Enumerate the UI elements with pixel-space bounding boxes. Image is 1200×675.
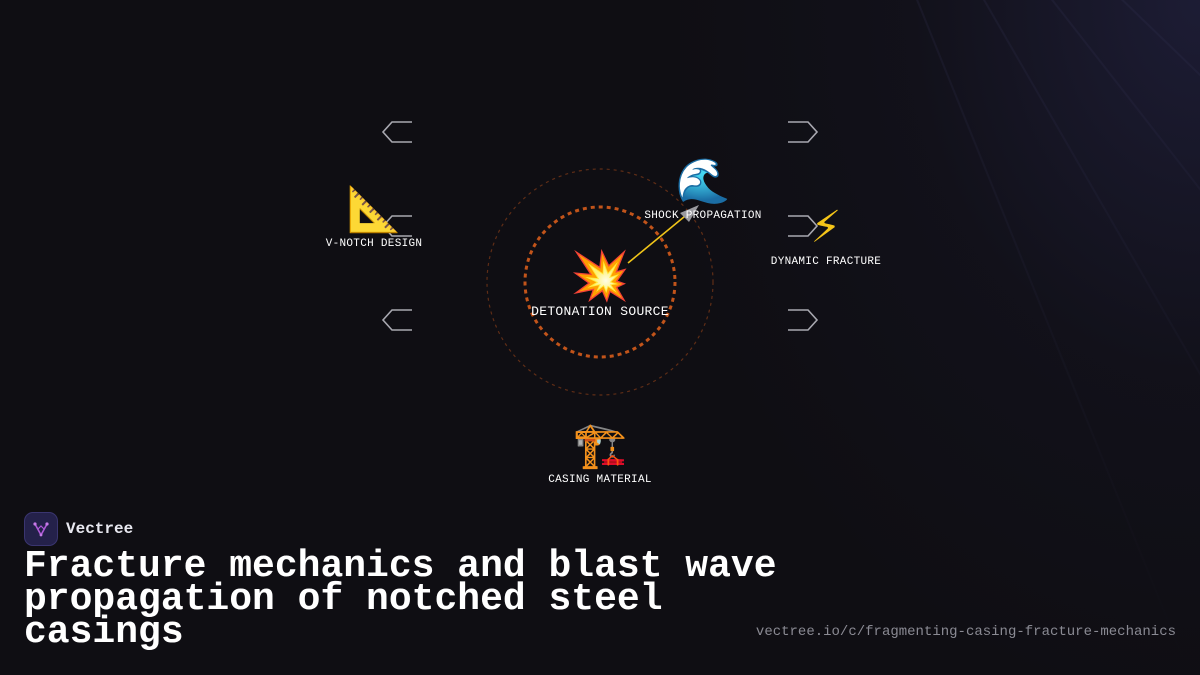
v-notch-design-node: 📐 V-NOTCH DESIGN xyxy=(325,184,423,251)
source-url[interactable]: vectree.io/c/fragmenting-casing-fracture… xyxy=(755,624,1176,640)
collision-icon: 💥 xyxy=(570,248,630,304)
detonation-source-label: DETONATION SOURCE xyxy=(531,304,669,319)
chevron-left-icon xyxy=(381,121,412,143)
chevron-right-icon xyxy=(788,215,819,237)
casing-material-label: CASING MATERIAL xyxy=(548,474,652,486)
v-notch-design-label: V-NOTCH DESIGN xyxy=(325,238,423,250)
chevron-right-icon xyxy=(788,121,819,143)
crane-icon: 🏗️ xyxy=(572,420,628,471)
wave-icon: 🌊 xyxy=(675,156,731,207)
inner-ring xyxy=(523,205,677,359)
shock-arrow-line xyxy=(627,211,691,264)
page-title: Fracture mechanics and blast wave propag… xyxy=(24,545,777,654)
lightning-icon: ⚡ xyxy=(810,202,842,253)
shock-arrow-head xyxy=(680,205,699,222)
dynamic-fracture-node: ⚡ DYNAMIC FRACTURE xyxy=(770,202,882,269)
chevron-left-icon xyxy=(381,215,412,237)
brand-name: Vectree xyxy=(66,520,134,538)
shock-propagation-label: SHOCK PROPAGATION xyxy=(644,210,762,222)
detonation-source-node: 💥 DETONATION SOURCE xyxy=(531,252,669,319)
triangular-ruler-icon: 📐 xyxy=(346,184,402,235)
shock-propagation-node: 🌊 SHOCK PROPAGATION xyxy=(644,156,762,223)
dynamic-fracture-label: DYNAMIC FRACTURE xyxy=(770,256,882,268)
chevron-right-icon xyxy=(788,309,819,331)
casing-material-node: 🏗️ CASING MATERIAL xyxy=(548,420,652,487)
vectree-logo-icon xyxy=(24,512,58,546)
outer-ring xyxy=(486,168,714,396)
background-glow xyxy=(680,0,1200,675)
chevron-left-icon xyxy=(381,309,412,331)
brand: Vectree xyxy=(24,512,133,546)
